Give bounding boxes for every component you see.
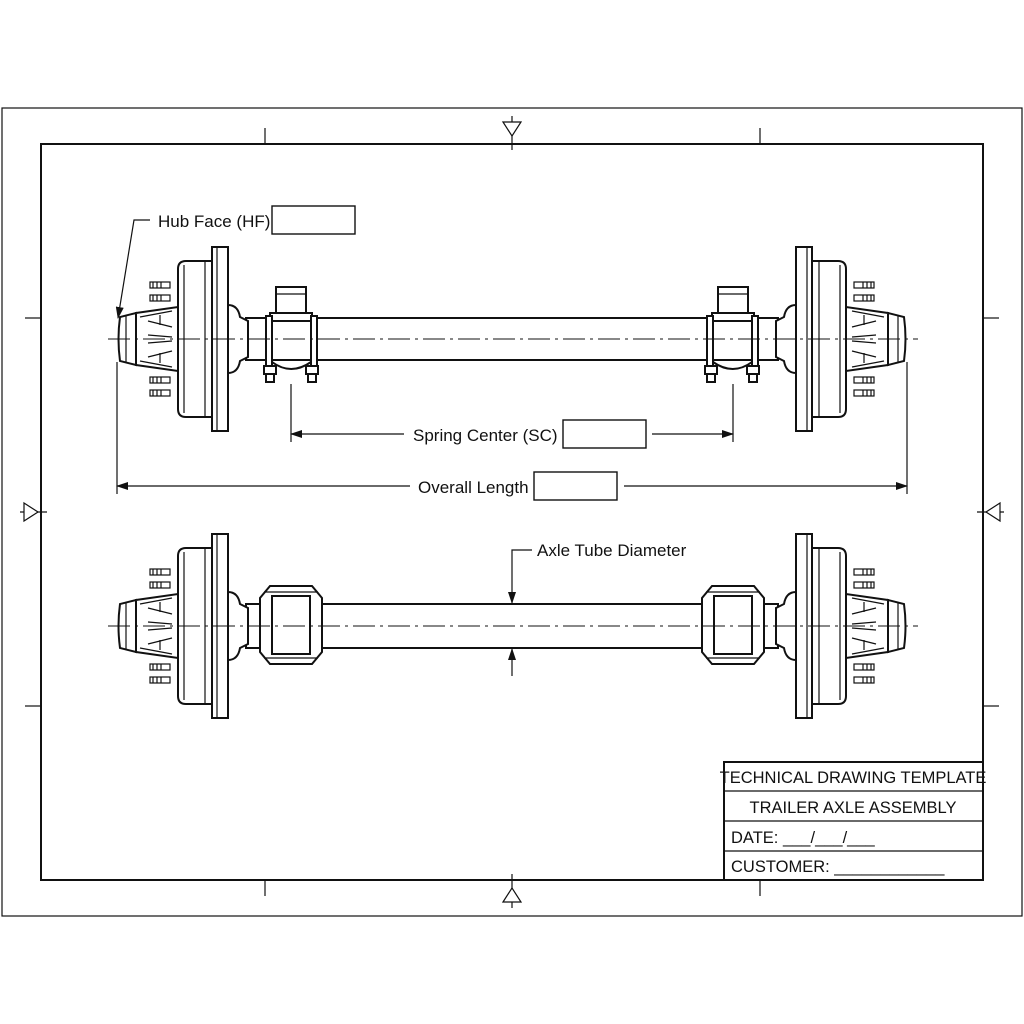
title-block <box>723 761 984 881</box>
hub-face-label: Hub Face (HF) <box>158 212 270 231</box>
bottom-axle-view <box>108 533 918 719</box>
left-spring-seat <box>263 286 319 383</box>
axle-tube-diameter-label: Axle Tube Diameter <box>537 541 687 560</box>
spring-center-field[interactable] <box>562 419 647 449</box>
title-block-line1: TECHNICAL DRAWING TEMPLATE <box>720 769 987 787</box>
dimensions-top <box>115 219 908 494</box>
centering-marks <box>20 116 1004 908</box>
spring-center-label: Spring Center (SC) <box>413 426 558 445</box>
hub-face-field[interactable] <box>271 205 356 235</box>
top-axle-view <box>108 246 918 432</box>
zone-ticks <box>25 128 999 896</box>
outer-border <box>1 107 1023 917</box>
overall-length-label: Overall Length <box>418 478 529 497</box>
title-block-line2: TRAILER AXLE ASSEMBLY <box>750 799 957 817</box>
title-block-date[interactable]: DATE: ___/___/___ <box>731 829 876 847</box>
tube-diameter-dim <box>508 549 532 676</box>
right-ubolt-plate <box>701 585 765 665</box>
title-block-customer[interactable]: CUSTOMER: ____________ <box>731 858 945 876</box>
left-ubolt-plate <box>259 585 323 665</box>
overall-length-field[interactable] <box>533 471 618 501</box>
right-spring-seat <box>704 286 760 383</box>
